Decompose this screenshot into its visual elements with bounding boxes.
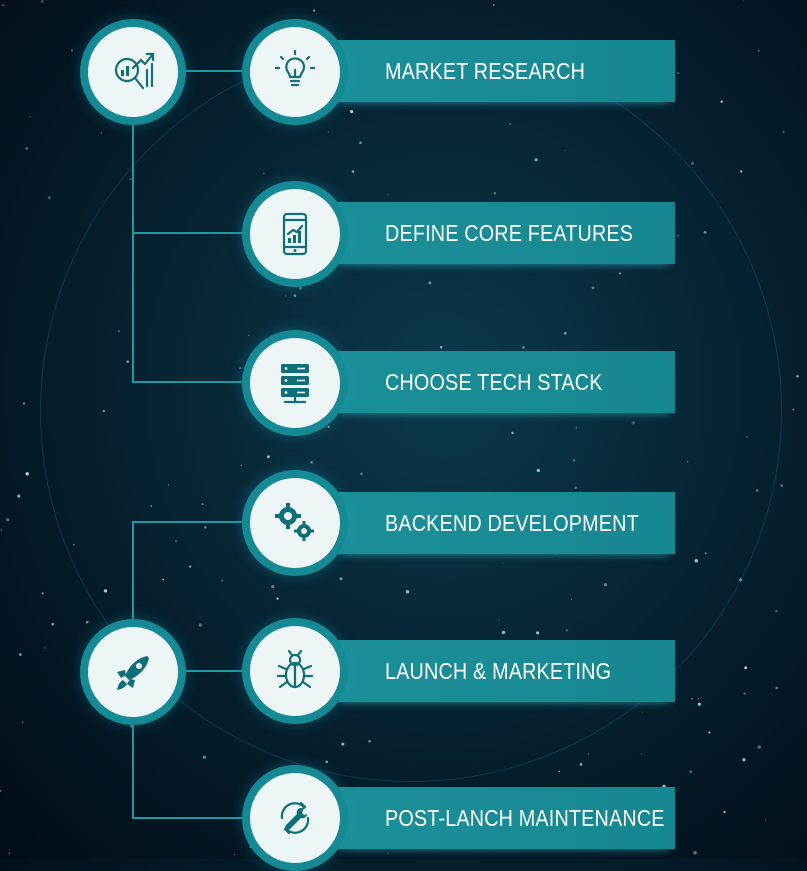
star (691, 697, 693, 700)
connector-line (132, 124, 134, 382)
step-bar-post-launch-maintenance: POST-LANCH MAINTENANCE (335, 787, 675, 849)
star (387, 853, 389, 855)
star (587, 753, 590, 755)
step-label: POST-LANCH MAINTENANCE (385, 805, 665, 831)
star (757, 745, 761, 749)
connector-line (132, 722, 134, 818)
step-icon-circle (242, 330, 348, 436)
star (691, 161, 694, 165)
smartphone-chart-icon (282, 212, 308, 256)
connector-line (132, 817, 244, 819)
star (0, 790, 1, 792)
star (739, 170, 743, 173)
star (782, 130, 785, 133)
star (85, 620, 89, 624)
growth-chart-magnifier-icon (114, 52, 155, 90)
group-node-launch (80, 619, 186, 725)
star (100, 132, 102, 134)
step-icon-circle (242, 470, 348, 576)
step-label: MARKET RESEARCH (385, 58, 586, 84)
star (641, 711, 643, 713)
bug-icon (276, 649, 314, 689)
step-bar-choose-tech-stack: CHOOSE TECH STACK (335, 351, 675, 413)
star (313, 9, 316, 12)
star (40, 0, 44, 3)
star (0, 529, 3, 531)
star (775, 686, 779, 690)
connector-line (184, 670, 244, 672)
star (558, 770, 560, 773)
star (693, 851, 697, 855)
star (41, 592, 44, 595)
star (765, 819, 767, 821)
star (742, 758, 746, 762)
star (47, 196, 51, 200)
step-label: BACKEND DEVELOPMENT (385, 510, 639, 536)
star (579, 763, 583, 766)
lightbulb-icon (274, 49, 316, 87)
star (43, 646, 46, 649)
star (22, 402, 26, 405)
star (22, 721, 24, 723)
star (743, 692, 746, 695)
connector-line (132, 232, 244, 234)
star (708, 731, 711, 734)
gears-icon (275, 503, 314, 541)
star (796, 375, 799, 378)
connector-line (132, 521, 134, 621)
star (29, 116, 31, 118)
step-icon-circle (242, 765, 348, 871)
server-stack-icon (281, 364, 309, 404)
step-label: DEFINE CORE FEATURES (385, 220, 634, 246)
group-node-research (80, 19, 186, 125)
star (25, 146, 29, 150)
star (677, 72, 680, 74)
star (70, 49, 74, 52)
star (640, 753, 642, 755)
star (697, 697, 700, 700)
rocket-icon (117, 656, 149, 690)
step-label: CHOOSE TECH STACK (385, 369, 603, 395)
connector-line (132, 381, 244, 383)
star (720, 100, 723, 103)
star (51, 622, 55, 626)
step-label: LAUNCH & MARKETING (385, 658, 612, 684)
star (723, 810, 726, 814)
star (697, 702, 701, 706)
step-icon-circle (242, 618, 348, 724)
star (775, 609, 778, 613)
star (8, 852, 11, 855)
star (5, 517, 10, 522)
star (25, 472, 29, 476)
connector-line (184, 70, 244, 72)
star (19, 653, 22, 656)
step-bar-define-core-features: DEFINE CORE FEATURES (335, 202, 675, 264)
star (757, 49, 760, 52)
star (17, 494, 21, 498)
star (233, 854, 236, 856)
star (744, 666, 748, 670)
step-icon-circle (242, 19, 348, 125)
step-bar-market-research: MARKET RESEARCH (335, 40, 675, 102)
step-bar-launch-marketing: LAUNCH & MARKETING (335, 640, 675, 702)
step-bar-backend-development: BACKEND DEVELOPMENT (335, 492, 675, 554)
star (492, 4, 495, 6)
star (780, 484, 784, 487)
connector-line (132, 521, 244, 523)
star (202, 755, 207, 759)
star (792, 408, 795, 411)
star (689, 770, 693, 774)
star (742, 0, 744, 2)
step-icon-circle (242, 181, 348, 287)
wrench-icon (280, 801, 310, 835)
star (2, 4, 5, 7)
